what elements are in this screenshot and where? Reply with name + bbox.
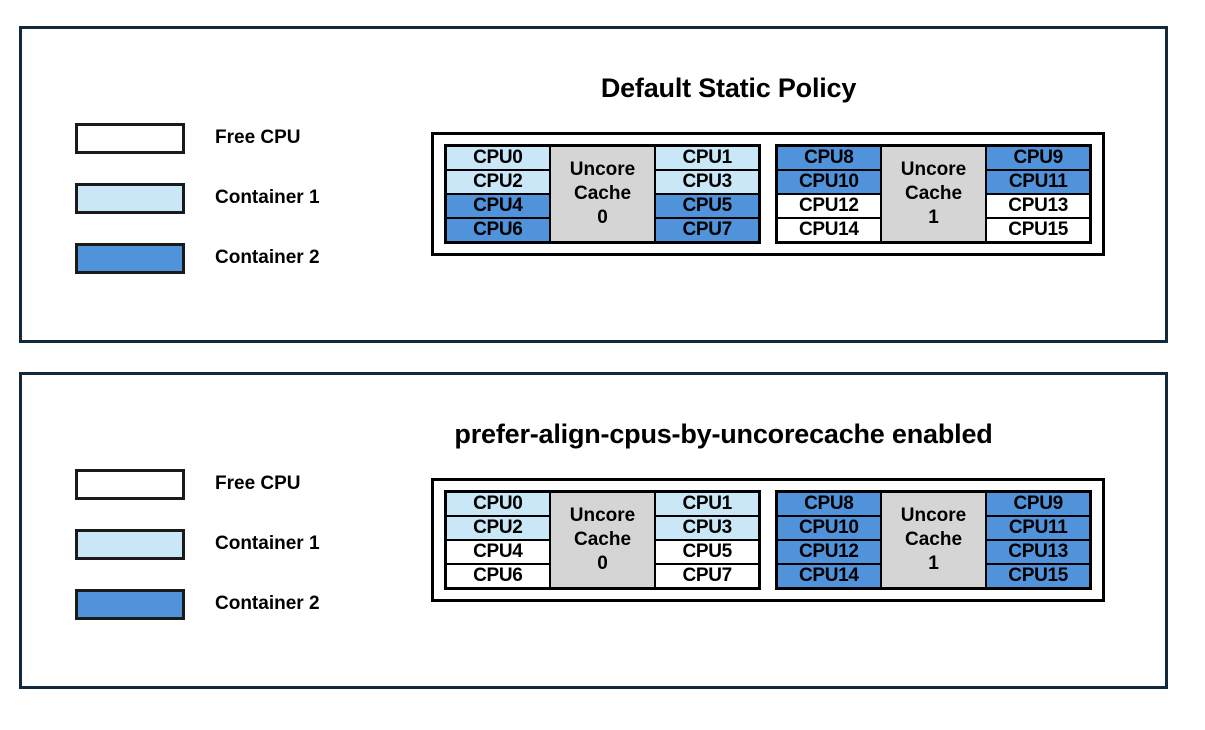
cpu-column-right: CPU9 CPU11 CPU13 CPU15 [985, 145, 1092, 243]
uncore-cache-block: Uncore Cache 1 [879, 491, 988, 589]
cpu-cell: CPU14 [776, 217, 882, 243]
uncore-cache-block: Uncore Cache 0 [548, 491, 657, 589]
cpu-cell: CPU12 [776, 193, 882, 219]
legend-swatch-free-cpu [75, 122, 185, 154]
cpu-column-left: CPU8 CPU10 CPU12 CPU14 [776, 145, 882, 243]
panel-default-static-policy: Default Static Policy Free CPU Container… [19, 26, 1168, 343]
uncore-cache-label-line1: Uncore [900, 504, 967, 526]
cpu-cell: CPU15 [985, 217, 1092, 243]
uncore-cache-group-1: CPU8 CPU10 CPU12 CPU14 Uncore Cache 1 CP… [775, 144, 1092, 244]
legend-item-container-1: Container 1 [75, 514, 320, 574]
cpu-cell: CPU7 [654, 563, 761, 589]
cpu-cell: CPU2 [445, 515, 551, 541]
legend-swatch-container-2 [75, 588, 185, 620]
uncore-cache-group-1: CPU8 CPU10 CPU12 CPU14 Uncore Cache 1 CP… [775, 490, 1092, 590]
panel-title: prefer-align-cpus-by-uncorecache enabled [454, 419, 993, 449]
cpu-cell: CPU13 [985, 539, 1092, 565]
cpu-cell: CPU4 [445, 539, 551, 565]
uncore-cache-index: 1 [928, 207, 939, 229]
cpu-cell: CPU6 [445, 563, 551, 589]
legend-swatch-free-cpu [75, 468, 185, 500]
legend: Free CPU Container 1 Container 2 [75, 108, 320, 288]
uncore-cache-index: 1 [928, 553, 939, 575]
legend-item-container-2: Container 2 [75, 228, 320, 288]
uncore-cache-group-0: CPU0 CPU2 CPU4 CPU6 Uncore Cache 0 CPU1 … [444, 490, 761, 590]
cpu-cell: CPU6 [445, 217, 551, 243]
cpu-topology-diagram: CPU0 CPU2 CPU4 CPU6 Uncore Cache 0 CPU1 … [431, 478, 1105, 602]
panel-title: Default Static Policy [600, 73, 857, 103]
cpu-cell: CPU10 [776, 515, 882, 541]
cpu-cell: CPU5 [654, 193, 761, 219]
cpu-cell: CPU11 [985, 515, 1092, 541]
legend-label: Free CPU [215, 127, 301, 148]
legend-item-free-cpu: Free CPU [75, 454, 320, 514]
cpu-cell: CPU0 [445, 145, 551, 171]
uncore-cache-label-line2: Cache [573, 528, 632, 550]
uncore-cache-label-line2: Cache [573, 182, 632, 204]
legend-label: Container 2 [215, 593, 320, 614]
cpu-cell: CPU9 [985, 145, 1092, 171]
legend-swatch-container-2 [75, 242, 185, 274]
cpu-cell: CPU15 [985, 563, 1092, 589]
uncore-cache-block: Uncore Cache 0 [548, 145, 657, 243]
cpu-cell: CPU1 [654, 491, 761, 517]
cpu-cell: CPU10 [776, 169, 882, 195]
panel-prefer-align-cpus-by-uncorecache: prefer-align-cpus-by-uncorecache enabled… [19, 372, 1168, 689]
cpu-cell: CPU3 [654, 169, 761, 195]
cpu-cell: CPU8 [776, 145, 882, 171]
legend-label: Free CPU [215, 473, 301, 494]
legend-label: Container 2 [215, 247, 320, 268]
uncore-cache-label-line2: Cache [904, 182, 963, 204]
cpu-cell: CPU9 [985, 491, 1092, 517]
cpu-cell: CPU0 [445, 491, 551, 517]
cpu-column-left: CPU0 CPU2 CPU4 CPU6 [445, 491, 551, 589]
cpu-column-right: CPU9 CPU11 CPU13 CPU15 [985, 491, 1092, 589]
legend-swatch-container-1 [75, 182, 185, 214]
cpu-column-right: CPU1 CPU3 CPU5 CPU7 [654, 491, 761, 589]
cpu-cell: CPU3 [654, 515, 761, 541]
cpu-column-left: CPU0 CPU2 CPU4 CPU6 [445, 145, 551, 243]
cpu-cell: CPU12 [776, 539, 882, 565]
cpu-cell: CPU7 [654, 217, 761, 243]
cpu-cell: CPU8 [776, 491, 882, 517]
legend-item-container-2: Container 2 [75, 574, 320, 634]
cpu-cell: CPU1 [654, 145, 761, 171]
legend: Free CPU Container 1 Container 2 [75, 454, 320, 634]
cpu-cell: CPU2 [445, 169, 551, 195]
legend-label: Container 1 [215, 533, 320, 554]
cpu-cell: CPU14 [776, 563, 882, 589]
uncore-cache-group-0: CPU0 CPU2 CPU4 CPU6 Uncore Cache 0 CPU1 … [444, 144, 761, 244]
cpu-column-right: CPU1 CPU3 CPU5 CPU7 [654, 145, 761, 243]
legend-item-container-1: Container 1 [75, 168, 320, 228]
uncore-cache-label-line1: Uncore [569, 504, 636, 526]
uncore-cache-block: Uncore Cache 1 [879, 145, 988, 243]
uncore-cache-label-line1: Uncore [569, 158, 636, 180]
cpu-cell: CPU5 [654, 539, 761, 565]
uncore-cache-index: 0 [597, 207, 608, 229]
legend-label: Container 1 [215, 187, 320, 208]
cpu-cell: CPU4 [445, 193, 551, 219]
cpu-cell: CPU11 [985, 169, 1092, 195]
legend-item-free-cpu: Free CPU [75, 108, 320, 168]
uncore-cache-label-line2: Cache [904, 528, 963, 550]
legend-swatch-container-1 [75, 528, 185, 560]
cpu-topology-diagram: CPU0 CPU2 CPU4 CPU6 Uncore Cache 0 CPU1 … [431, 132, 1105, 256]
cpu-cell: CPU13 [985, 193, 1092, 219]
uncore-cache-index: 0 [597, 553, 608, 575]
cpu-column-left: CPU8 CPU10 CPU12 CPU14 [776, 491, 882, 589]
uncore-cache-label-line1: Uncore [900, 158, 967, 180]
